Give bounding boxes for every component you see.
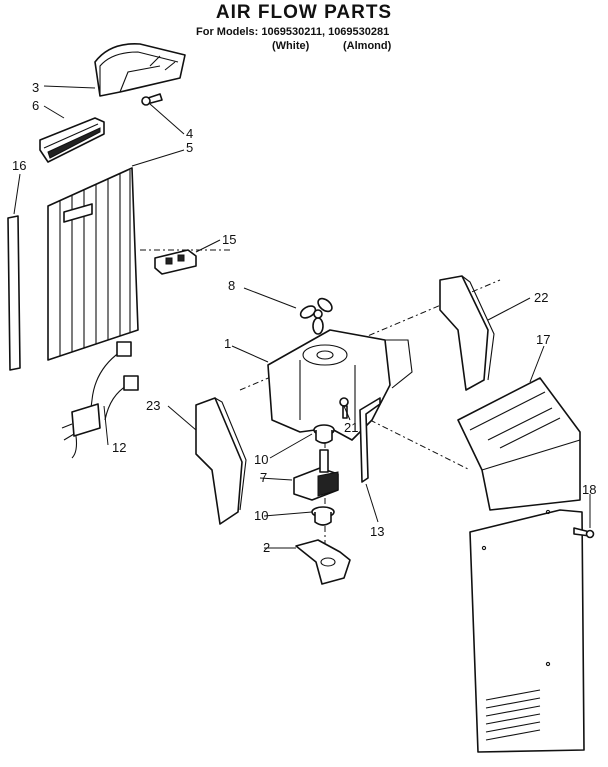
callout-15: 15 (222, 232, 236, 247)
part-4-screw (141, 93, 163, 106)
callout-4: 4 (186, 126, 193, 141)
part-10-upper-bushing (313, 424, 335, 444)
part-18-screw (573, 527, 595, 539)
part-2-motor-bracket (295, 539, 351, 585)
part-16-gasket-strip (7, 215, 21, 371)
callout-numbers: 3 6 4 5 16 15 8 1 23 12 10 7 10 2 13 21 … (12, 80, 596, 555)
callout-21: 21 (344, 420, 358, 435)
leader-lines (13, 85, 591, 549)
part-10-lower-bushing (311, 506, 335, 526)
callout-2: 2 (263, 540, 270, 555)
callout-10-upper: 10 (254, 452, 268, 467)
part-7-fan-motor (293, 449, 339, 501)
part-23-side-duct (195, 397, 247, 525)
callout-1: 1 (224, 336, 231, 351)
part-6-handle (39, 117, 105, 163)
part-5-ribbed-panel (47, 167, 139, 361)
vent-slots (485, 689, 541, 741)
callout-3: 3 (32, 80, 39, 95)
callout-7: 7 (260, 470, 267, 485)
models-line: For Models: 1069530211, 1069530281 (196, 26, 390, 38)
callout-10-lower: 10 (254, 508, 268, 523)
callout-17: 17 (536, 332, 550, 347)
color-white-label: (White) (272, 40, 310, 52)
callout-5: 5 (186, 140, 193, 155)
color-almond-label: (Almond) (343, 40, 392, 52)
part-17-evaporator-cover (457, 377, 585, 753)
callout-18: 18 (582, 482, 596, 497)
callout-13: 13 (370, 524, 384, 539)
callout-23: 23 (146, 398, 160, 413)
callout-8: 8 (228, 278, 235, 293)
callout-12: 12 (112, 440, 126, 455)
part-1-fan-shroud (267, 329, 413, 441)
part-12-wiring-harness (61, 341, 139, 459)
callout-22: 22 (534, 290, 548, 305)
part-3-damper-housing (94, 43, 186, 97)
callout-16: 16 (12, 158, 26, 173)
part-21-screw (339, 397, 349, 419)
part-13-channel (359, 397, 381, 483)
part-15-switch (154, 249, 197, 275)
part-8-fan-blade (299, 297, 333, 335)
callout-6: 6 (32, 98, 39, 113)
part-22-rear-duct (439, 275, 495, 391)
diagram-title: AIR FLOW PARTS (215, 2, 393, 23)
